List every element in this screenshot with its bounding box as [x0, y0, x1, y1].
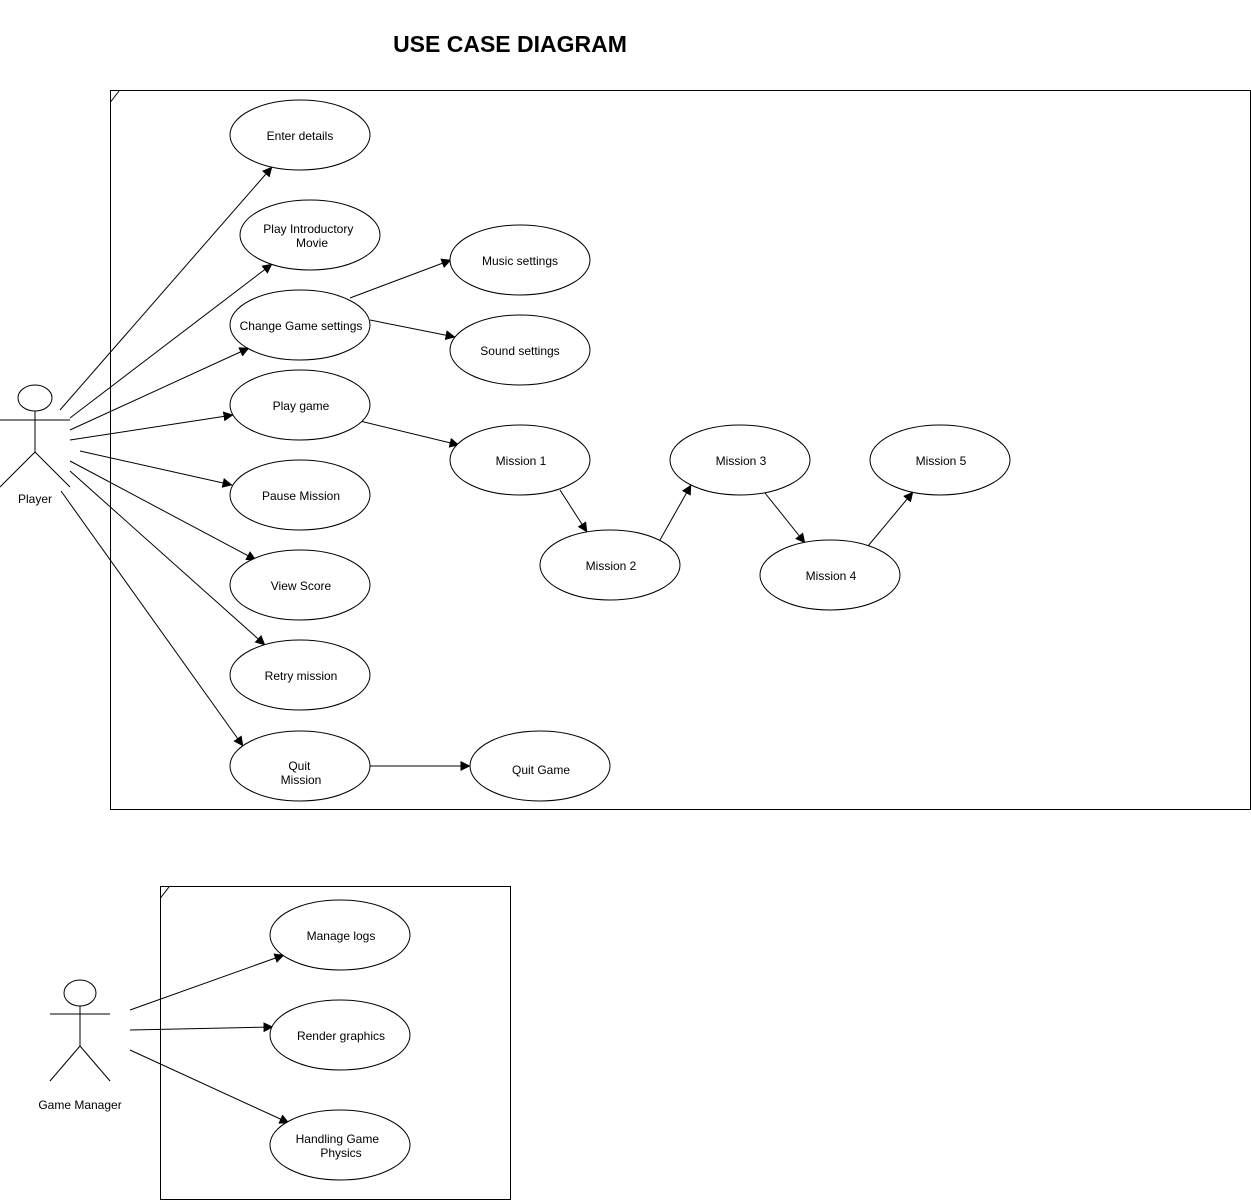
svg-text:Mission 5: Mission 5 — [916, 454, 967, 468]
use-case-retry-mission[interactable]: Retry mission — [229, 639, 371, 711]
relation-arrow — [559, 489, 588, 533]
association-arrow — [69, 460, 257, 561]
use-case-manage-logs[interactable]: Manage logs — [269, 899, 411, 971]
use-case-mission-4[interactable]: Mission 4 — [759, 539, 901, 611]
use-case-label: Handling Game — [296, 1132, 380, 1146]
svg-text:Play Introductory Movie: Play Introductory Movie — [263, 222, 356, 250]
use-case-label: Pause Mission — [262, 489, 340, 503]
diagram-title: USE CASE DIAGRAM — [393, 31, 627, 57]
use-case-relations — [349, 258, 914, 771]
relation-arrow — [359, 420, 460, 448]
relation-arrow — [349, 258, 452, 299]
use-case-label: Mission 3 — [716, 454, 767, 468]
actor-label: Game Manager — [38, 1098, 121, 1112]
association-arrow — [60, 490, 244, 747]
svg-text:Mission 3: Mission 3 — [716, 454, 767, 468]
relation-arrow — [764, 492, 806, 544]
svg-text:Quit Game: Quit Game — [512, 763, 570, 777]
svg-text:Pause Mission: Pause Mission — [262, 489, 340, 503]
associations-manager — [129, 953, 290, 1124]
svg-text:Handling Game Physics: Handling Game Physics — [296, 1132, 383, 1160]
use-case-label: Render graphics — [297, 1029, 385, 1043]
actor-game-manager[interactable]: Game Manager — [38, 979, 122, 1112]
use-case-enter-details[interactable]: Enter details — [229, 99, 371, 171]
associations-player — [59, 166, 273, 747]
association-arrow — [69, 470, 266, 646]
svg-text:Quit Mission: Quit Mission — [281, 759, 322, 787]
association-arrow — [59, 166, 273, 411]
stick-figure-icon — [0, 384, 71, 488]
use-case-label: Sound settings — [480, 344, 559, 358]
svg-text:Mission 2: Mission 2 — [586, 559, 637, 573]
use-case-label: Manage logs — [307, 929, 376, 943]
use-case-music-settings[interactable]: Music settings — [449, 224, 591, 296]
use-case-mission-5[interactable]: Mission 5 — [869, 424, 1011, 496]
association-arrow — [69, 347, 250, 431]
use-case-pause-mission[interactable]: Pause Mission — [229, 459, 371, 531]
use-case-label: Mission 5 — [916, 454, 967, 468]
use-case-label: Music settings — [482, 254, 558, 268]
relation-arrow — [867, 491, 914, 547]
use-case-play-game[interactable]: Play game — [229, 369, 371, 441]
relation-arrow — [369, 319, 456, 341]
svg-text:Mission 4: Mission 4 — [806, 569, 857, 583]
use-case-mission-2[interactable]: Mission 2 — [539, 529, 681, 601]
association-arrow — [129, 953, 285, 1011]
svg-text:Play game: Play game — [273, 399, 330, 413]
use-case-label: Play Introductory — [263, 222, 353, 236]
use-case-mission-1[interactable]: Mission 1 — [449, 424, 591, 496]
association-arrow — [129, 1049, 290, 1124]
svg-text:Music settings: Music settings — [482, 254, 558, 268]
relation-arrow — [659, 484, 692, 541]
use-case-label: View Score — [271, 579, 332, 593]
use-case-render-graphics[interactable]: Render graphics — [269, 999, 411, 1071]
association-arrow — [69, 411, 234, 441]
svg-text:Change Game settings: Change Game settings — [240, 319, 363, 333]
association-arrow — [69, 263, 273, 419]
use-case-view-score[interactable]: View Score — [229, 549, 371, 621]
use-case-label: Enter details — [267, 129, 334, 143]
use-case-label: Mission — [281, 773, 322, 787]
actor-player[interactable]: Player — [0, 384, 71, 506]
use-case-sound-settings[interactable]: Sound settings — [449, 314, 591, 386]
use-case-label: Quit — [288, 759, 311, 773]
association-arrow — [129, 1022, 274, 1033]
use-case-handling-game-physics[interactable]: Handling Game Physics — [269, 1109, 411, 1181]
use-case-quit-mission[interactable]: Quit Mission — [229, 730, 371, 802]
use-case-quit-game[interactable]: Quit Game — [469, 730, 611, 802]
use-case-label: Mission 2 — [586, 559, 637, 573]
use-case-label: Play game — [273, 399, 330, 413]
use-case-label: Change Game settings — [240, 319, 363, 333]
svg-text:View Score: View Score — [271, 579, 332, 593]
svg-text:Mission 1: Mission 1 — [496, 454, 547, 468]
svg-text:Retry mission: Retry mission — [265, 669, 338, 683]
svg-text:Enter details: Enter details — [267, 129, 334, 143]
use-case-play-introductory-movie[interactable]: Play Introductory Movie — [239, 199, 381, 271]
svg-text:Render graphics: Render graphics — [297, 1029, 385, 1043]
use-case-change-game-settings[interactable]: Change Game settings — [229, 289, 371, 361]
svg-text:Sound settings: Sound settings — [480, 344, 559, 358]
association-arrow — [79, 450, 233, 488]
use-case-label: Retry mission — [265, 669, 338, 683]
svg-text:Manage logs: Manage logs — [307, 929, 376, 943]
use-case-label: Mission 1 — [496, 454, 547, 468]
use-case-label: Quit Game — [512, 763, 570, 777]
stick-figure-icon — [49, 979, 111, 1082]
actor-label: Player — [18, 492, 52, 506]
use-case-label: Movie — [296, 236, 328, 250]
use-case-label: Physics — [320, 1146, 361, 1160]
use-case-mission-3[interactable]: Mission 3 — [669, 424, 811, 496]
use-case-label: Mission 4 — [806, 569, 857, 583]
